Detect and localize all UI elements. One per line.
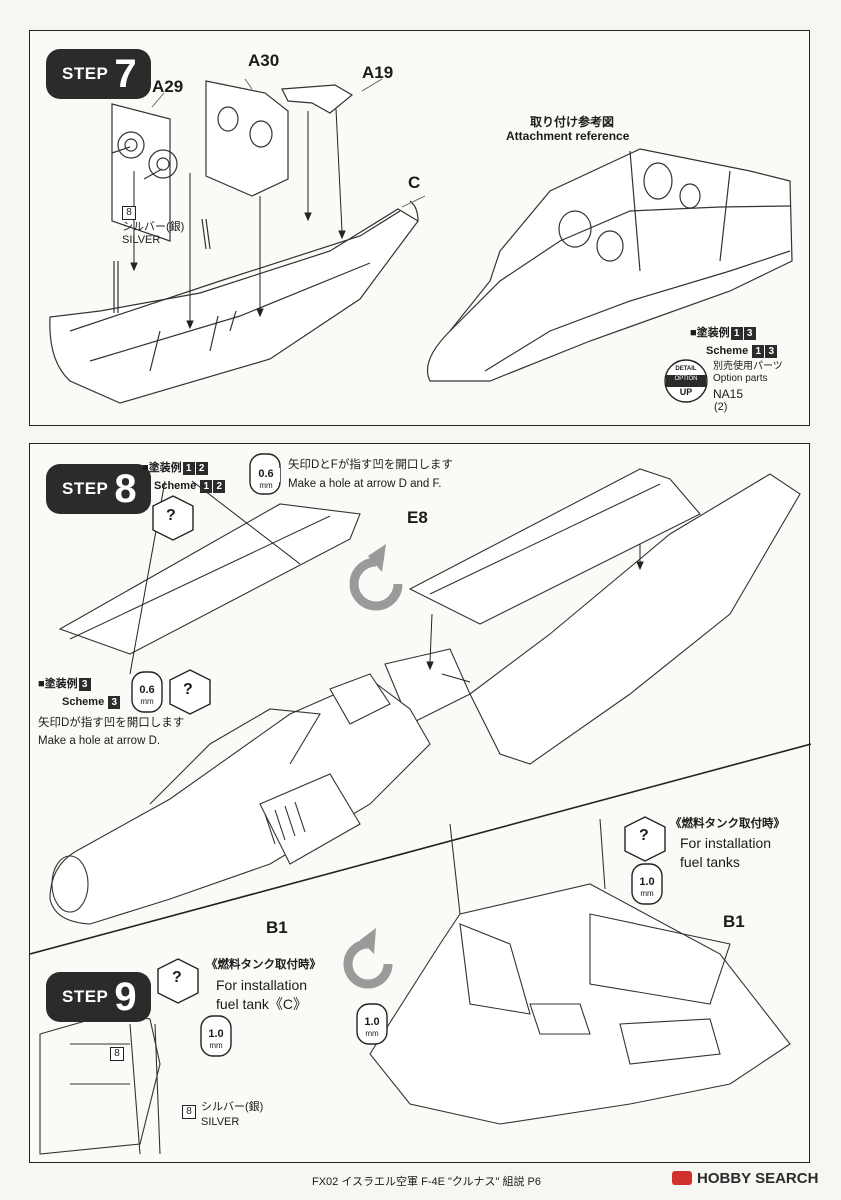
step9-drill2-unit: mm [365, 1029, 379, 1038]
part-a19-label: A19 [362, 63, 394, 82]
step9-fuel-jp: 《燃料タンク取付時》 [206, 959, 321, 971]
step8-drill-size: 0.6 [252, 468, 280, 482]
step8-note-jp: 矢印DとFが指す凹を開口します [288, 459, 453, 471]
step9-drill2-size: 1.0 [359, 1016, 385, 1030]
step-8-badge: STEP 8 [46, 464, 151, 514]
step8-drill2-unit: mm [140, 697, 154, 706]
paint-callout-number: 8 [122, 206, 136, 220]
part-e8-label: E8 [407, 508, 428, 527]
step8-note-en: Make a hole at arrow D and F. [288, 478, 442, 490]
step9-fuel-en1: For installation [216, 977, 308, 993]
detail-label: DETAIL [675, 366, 697, 372]
fuel-right-en2: fuel tanks [680, 854, 740, 870]
fuel-right-en1: For installation [680, 835, 772, 851]
part-c-label: C [408, 173, 421, 192]
step-7-illustration [49, 78, 793, 404]
fuel-right-drill-size: 1.0 [634, 876, 660, 890]
step9-callout-number-2: 8 [182, 1105, 196, 1119]
rotate-arrow-shape-8 [349, 544, 403, 611]
rotate-arrow-shape-9 [343, 928, 393, 989]
part-b1-left-label: B1 [266, 918, 288, 937]
question-icon-2: ? [183, 681, 193, 698]
option-part-qty: (2) [714, 401, 728, 413]
step8-note2-en: Make a hole at arrow D. [38, 735, 161, 747]
part-a29-label: A29 [152, 77, 184, 96]
step9-drill-unit: mm [209, 1041, 223, 1050]
attachment-reference-jp: 取り付け参考図 [530, 115, 615, 129]
step8-note2-jp: 矢印Dが指す凹を開口します [38, 717, 185, 729]
step8-scheme3-en: Scheme 3 [62, 696, 121, 710]
step9-silver-jp: シルバー(銀) [201, 1101, 264, 1113]
option-label: OPTION [674, 376, 698, 382]
question-icon: ? [166, 507, 176, 524]
step-8-9-illustration [30, 453, 811, 1155]
fuel-right-jp: 《燃料タンク取付時》 [670, 818, 785, 830]
step-9-badge: STEP 9 [46, 972, 151, 1022]
fuel-right-drill-unit: mm [640, 889, 654, 898]
step-7-badge: STEP 7 [46, 49, 151, 99]
step9-drill-size: 1.0 [203, 1028, 229, 1042]
question-icon-3: ? [639, 827, 649, 844]
footer-text: FX02 イスラエル空軍 F-4E "クルナス" 組説 P6 [312, 1176, 542, 1188]
option-parts-jp: 別売使用パーツ [713, 361, 783, 372]
question-icon-4: ? [172, 969, 182, 986]
option-parts-en: Option parts [713, 373, 768, 384]
step8-drill2-size: 0.6 [134, 684, 160, 698]
attachment-reference-en: Attachment reference [506, 129, 630, 143]
step9-silver-en: SILVER [201, 1116, 240, 1128]
detail-up-badge-shape [664, 359, 708, 403]
brand-logo-icon [672, 1171, 692, 1185]
step-7-panel: STEP 7 A29 A30 A19 C 8 シルバー(銀) SILVER 取り… [29, 30, 810, 426]
part-b1-right-label: B1 [723, 912, 745, 931]
option-part-code: NA15 [713, 387, 744, 401]
brand-name: HOBBY SEARCH [697, 1170, 819, 1187]
step9-fuel-en2: fuel tank《C》 [216, 996, 308, 1012]
up-label: UP [679, 387, 693, 397]
step9-callout-number-1: 8 [110, 1047, 124, 1061]
silver-en-label: SILVER [122, 234, 161, 246]
step8-drill-unit: mm [259, 481, 273, 490]
option-hex-shapes [152, 495, 666, 1004]
part-a30-label: A30 [248, 51, 280, 70]
silver-jp-label: シルバー(銀) [122, 221, 185, 233]
